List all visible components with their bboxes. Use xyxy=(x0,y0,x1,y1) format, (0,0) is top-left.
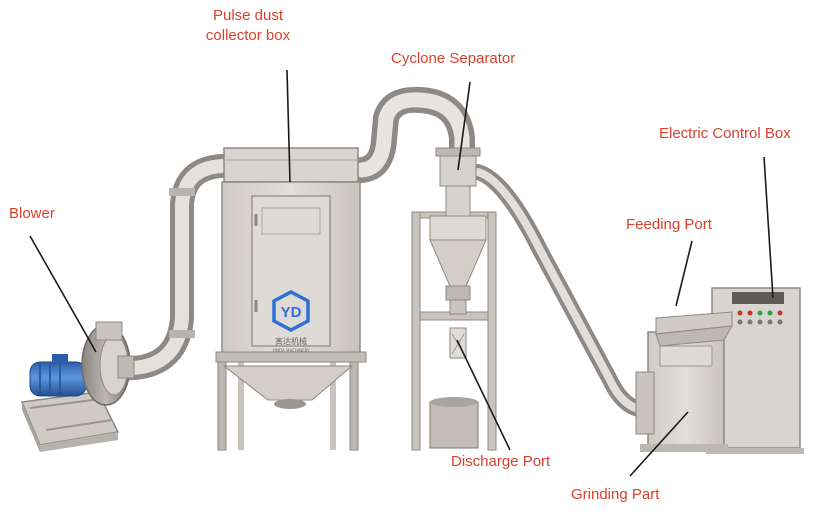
label-grinding-part: Grinding Part xyxy=(571,486,660,503)
leader-line-feeding-port xyxy=(675,240,693,307)
leader-line-cyclone xyxy=(457,81,471,171)
leader-line-blower xyxy=(29,235,97,353)
cyclone-separator xyxy=(411,147,497,451)
leader-line-grinding xyxy=(629,411,689,477)
leader-line-discharge xyxy=(456,339,511,451)
label-cyclone-separator: Cyclone Separator xyxy=(391,50,516,67)
blower xyxy=(20,321,135,452)
grinding-machine xyxy=(635,287,804,454)
label-discharge-port: Discharge Port xyxy=(451,453,551,470)
leader-lines xyxy=(29,69,774,477)
brand-logo: YD 寅达机械 YINDA MACHINERY xyxy=(271,290,310,353)
label-pulse-dust-line2: collector box xyxy=(205,27,291,44)
pipework xyxy=(106,86,658,419)
label-pulse-dust-collector: Pulse dust collector box xyxy=(193,6,303,46)
leader-line-electric-control xyxy=(763,156,774,299)
label-feeding-port: Feeding Port xyxy=(626,216,712,233)
brand-name-en: YINDA MACHINERY xyxy=(271,348,310,353)
label-pulse-dust-line1: Pulse dust xyxy=(212,7,284,24)
brand-mark: YD xyxy=(281,304,302,321)
leader-line-pulse-dust xyxy=(286,69,291,183)
label-blower: Blower xyxy=(9,205,55,222)
label-electric-control-box: Electric Control Box xyxy=(659,125,791,142)
brand-name-cn: 寅达机械 xyxy=(275,336,307,346)
pulse-dust-collector xyxy=(215,147,367,451)
